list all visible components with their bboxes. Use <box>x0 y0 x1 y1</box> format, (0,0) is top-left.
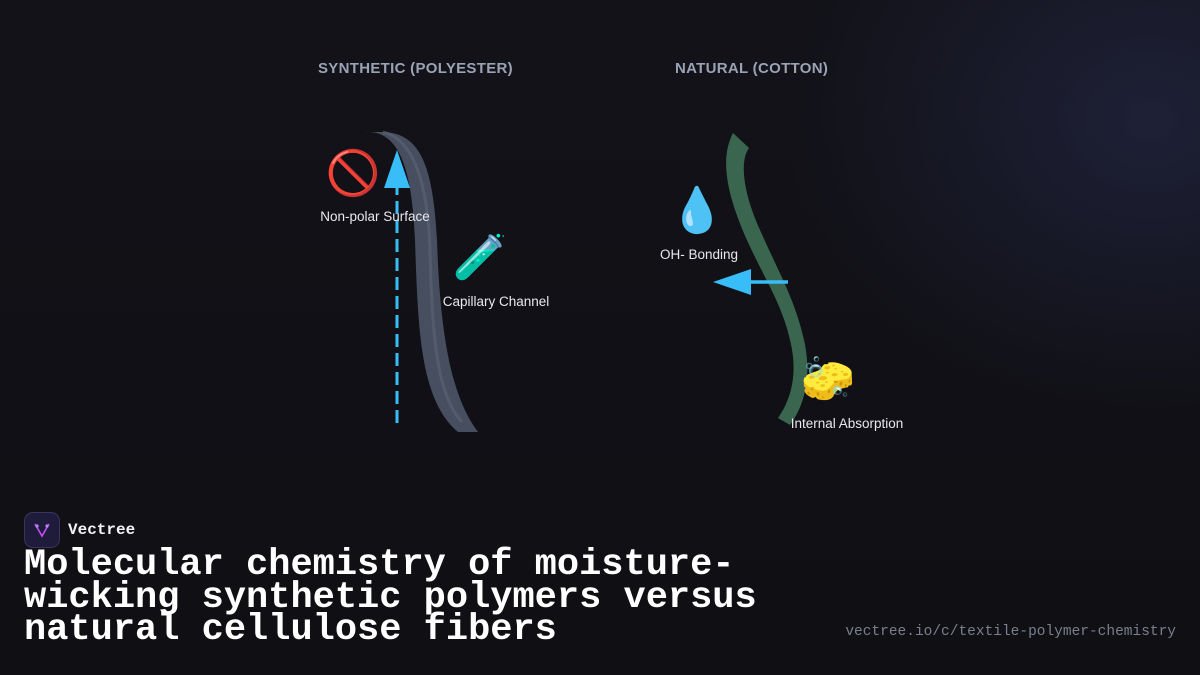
non-polar-surface-label: Non-polar Surface <box>320 209 430 224</box>
polyester-fiber <box>365 131 478 432</box>
absorption-arrowhead-left <box>713 269 751 295</box>
capillary-channel-label: Capillary Channel <box>442 294 550 309</box>
test-tube-icon: 🧪 <box>452 232 508 283</box>
no-entry-icon: 🚫 <box>325 148 381 199</box>
internal-absorption-label: Internal Absorption <box>790 416 904 431</box>
brand: Vectree <box>24 512 135 548</box>
cotton-fiber <box>726 133 808 425</box>
droplet-icon: 💧 <box>669 185 725 236</box>
page-title: Molecular chemistry of moisture-wicking … <box>24 544 757 651</box>
oh-bonding-label: OH- Bonding <box>659 247 739 262</box>
synthetic-column-title: SYNTHETIC (POLYESTER) <box>318 60 513 77</box>
wicking-arrowhead-up <box>384 150 410 188</box>
brand-name: Vectree <box>68 521 136 539</box>
vectree-logo-icon <box>24 512 60 548</box>
sponge-icon: 🧽 <box>800 354 856 405</box>
polyester-fiber-highlight <box>382 130 464 424</box>
natural-column-title: NATURAL (COTTON) <box>675 60 829 77</box>
source-url: vectree.io/c/textile-polymer-chemistry <box>845 624 1176 640</box>
